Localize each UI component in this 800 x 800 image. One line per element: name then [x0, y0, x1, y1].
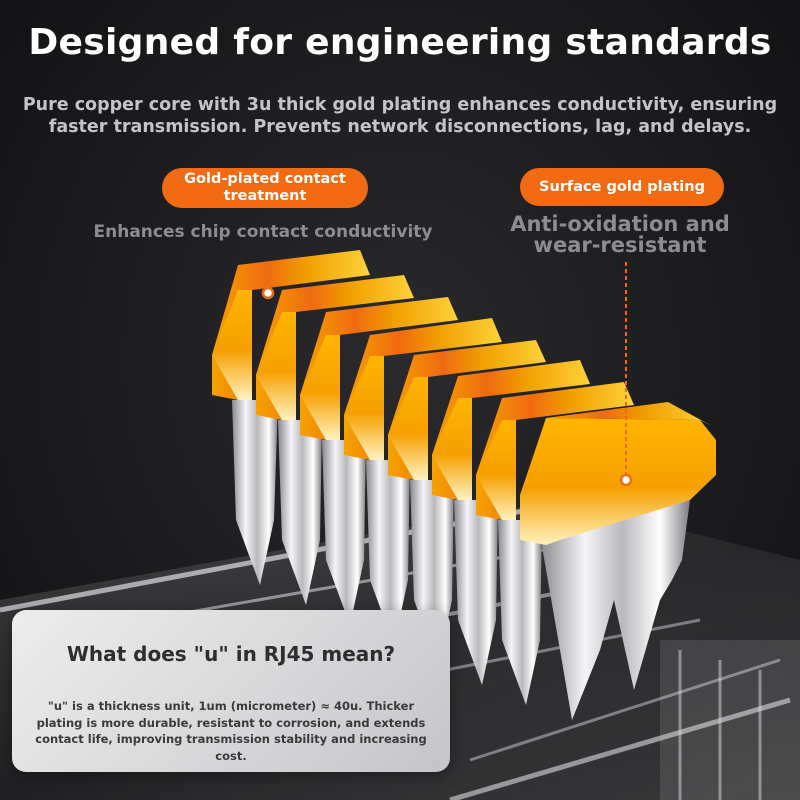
- page-description: Pure copper core with 3u thick gold plat…: [22, 95, 778, 137]
- gold-contact-pins: [212, 250, 716, 720]
- gold-plated-contact-badge: Gold-plated contact treatment: [162, 168, 368, 208]
- callout-dot-right: [619, 473, 633, 487]
- info-card-body: "u" is a thickness unit, 1um (micrometer…: [35, 699, 427, 763]
- callout-leaders: [261, 262, 633, 487]
- page-title: Designed for engineering standards: [28, 22, 772, 63]
- callout-dot-left: [261, 286, 275, 300]
- contact-conductivity-caption: Enhances chip contact conductivity: [93, 222, 433, 242]
- badge-label: Gold-plated contact treatment: [184, 171, 346, 204]
- anti-oxidation-caption: Anti-oxidation and wear-resistant: [510, 212, 730, 257]
- badge-label: Surface gold plating: [539, 178, 705, 195]
- info-card: What does "u" in RJ45 mean? "u" is a thi…: [12, 610, 450, 772]
- surface-gold-plating-badge: Surface gold plating: [520, 168, 724, 206]
- info-card-title: What does "u" in RJ45 mean?: [66, 642, 396, 666]
